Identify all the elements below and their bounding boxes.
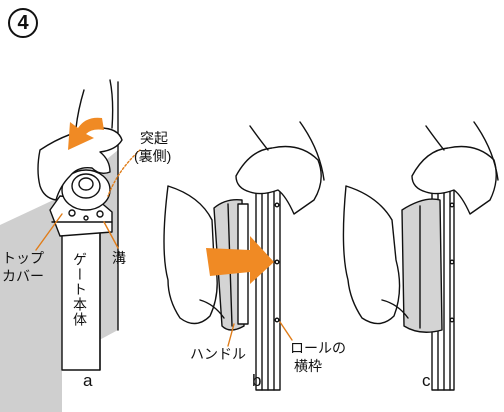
screw <box>68 209 76 217</box>
label-top-cover-line2: カバー <box>2 268 44 284</box>
label-roll-frame-line1: ロールの <box>290 340 346 356</box>
label-backside: (裏側) <box>134 148 172 164</box>
hand-c-lower <box>342 185 401 325</box>
label-groove: 溝 <box>112 250 126 266</box>
hand-b-lower <box>163 185 218 325</box>
label-protrusion: 突起 <box>140 130 168 146</box>
screw <box>96 210 104 218</box>
label-handle: ハンドル <box>190 346 246 362</box>
step-number: 4 <box>17 11 29 34</box>
rotate-arrow <box>68 117 104 150</box>
label-top-cover-line1: トップ <box>2 250 44 266</box>
panel-label-c: c <box>422 371 431 390</box>
hand-b-upper <box>235 145 322 215</box>
panel-label-a: a <box>83 371 93 390</box>
wall-shadow <box>0 196 62 412</box>
label-roll-frame-line2: 横枠 <box>294 358 322 374</box>
step-number-badge: 4 <box>8 8 38 38</box>
hand-a <box>37 127 123 201</box>
panel-label-b: b <box>252 371 262 390</box>
label-gate-body: ゲート本体 <box>72 252 88 327</box>
push-arrow <box>206 236 274 284</box>
handle-c <box>401 198 443 333</box>
hand-c-upper <box>411 145 497 215</box>
